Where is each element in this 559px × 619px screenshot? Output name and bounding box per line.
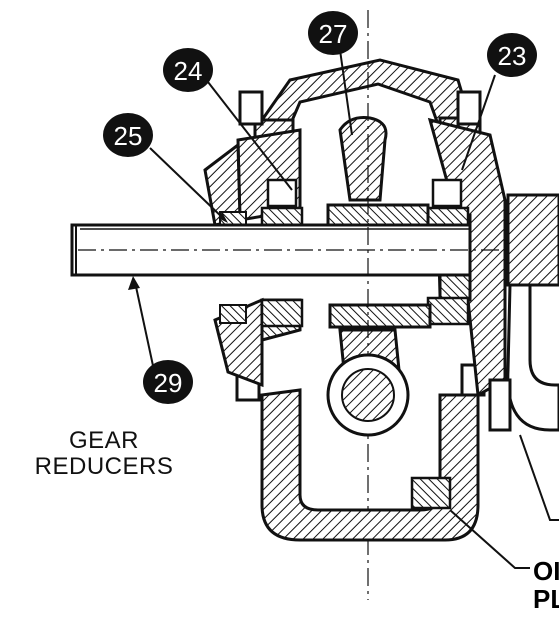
callout-24-label: 24 [174,56,203,86]
callout-23-label: 23 [498,41,527,71]
edge-label: OI PL [533,556,559,614]
callout-27-label: 27 [319,19,348,49]
callout-23: 23 [487,33,537,77]
caption-line1: GEAR [68,427,139,454]
callout-27: 27 [308,11,358,55]
gear-reducers-caption: GEAR REDUCERS [14,428,194,480]
callout-29-label: 29 [154,368,183,398]
worm-gear [326,116,432,382]
caption-line2: REDUCERS [34,453,174,480]
leader-lines [134,49,559,569]
vent-pipe [488,193,559,432]
bearings [260,178,470,328]
leader-arrowheads [128,212,228,290]
callout-25: 25 [103,113,153,157]
callout-29: 29 [143,360,193,404]
edge-label-line2: PL [533,584,559,614]
output-shaft [326,353,410,437]
callout-25-label: 25 [114,121,143,151]
edge-label-line1: OI [533,556,559,586]
callout-24: 24 [163,48,213,92]
oil-sump [260,388,480,542]
input-shaft [70,223,540,277]
